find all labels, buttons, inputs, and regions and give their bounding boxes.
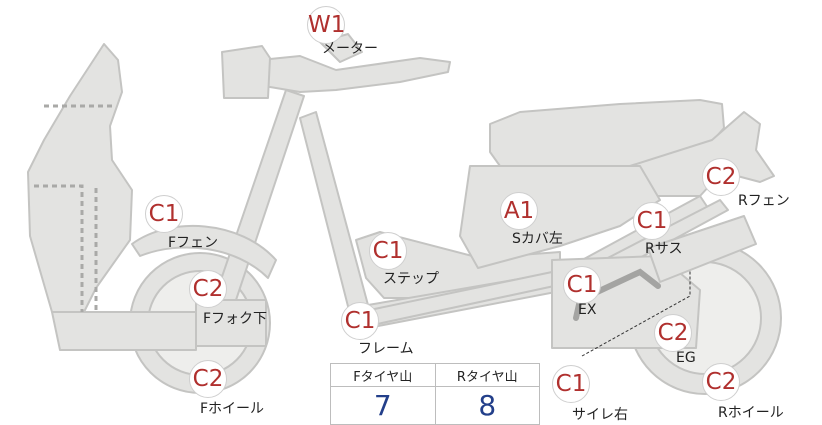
leg-shield-part (27, 43, 133, 313)
tire-tread-table: Fタイヤ山 Rタイヤ山 7 8 (330, 363, 540, 425)
rear-fender-grade-marker: C2 (702, 158, 740, 196)
rear-suspension-label: Rサス (645, 241, 683, 257)
side-cover-left-grade-marker: A1 (500, 192, 538, 230)
silencer-right-grade-marker: C1 (552, 365, 590, 403)
front-fork-lower-label: Fフォク下 (203, 311, 268, 327)
front-fender-grade-marker: C1 (145, 195, 183, 233)
rear-tire-tread-header: Rタイヤ山 (434, 363, 540, 387)
front-wheel-label: Fホイール (200, 401, 265, 417)
engine-grade-marker: C2 (654, 314, 692, 352)
front-fender-label: Fフェン (168, 235, 219, 251)
rear-wheel-grade-marker: C2 (702, 363, 740, 401)
front-fork-lower-grade-marker: C2 (189, 270, 227, 308)
seat-part (489, 99, 725, 167)
side-cover-part (459, 165, 661, 269)
frame-label: フレーム (358, 341, 414, 357)
rear-wheel-label: Rホイール (718, 405, 784, 421)
rear-suspension-grade-marker: C1 (633, 202, 671, 240)
front-tire-tread-header: Fタイヤ山 (330, 363, 436, 387)
front-wheel-grade-marker: C2 (189, 360, 227, 398)
handlebar-part (259, 55, 451, 93)
exhaust-label: EX (578, 302, 597, 318)
lower-cowl-part (51, 311, 197, 351)
silencer-right-label: サイレ右 (572, 407, 628, 423)
shield-seam-line (34, 104, 112, 312)
exhaust-pipe-part (573, 268, 661, 321)
meter-grade-marker: W1 (307, 6, 345, 44)
step-label: ステップ (383, 271, 439, 287)
rear-tire-tread-value: 8 (434, 386, 540, 425)
exhaust-grade-marker: C1 (563, 266, 601, 304)
rear-shock-part (647, 215, 757, 283)
rear-fender-label: Rフェン (738, 193, 790, 209)
meter-label: メーター (322, 41, 378, 57)
side-cover-left-label: Sカバ左 (512, 231, 563, 247)
silencer-leader-line (581, 270, 691, 357)
engine-label: EG (676, 350, 696, 366)
step-grade-marker: C1 (369, 232, 407, 270)
frame-grade-marker: C1 (341, 302, 379, 340)
front-tire-tread-value: 7 (330, 386, 436, 425)
headlight-part (221, 45, 271, 99)
